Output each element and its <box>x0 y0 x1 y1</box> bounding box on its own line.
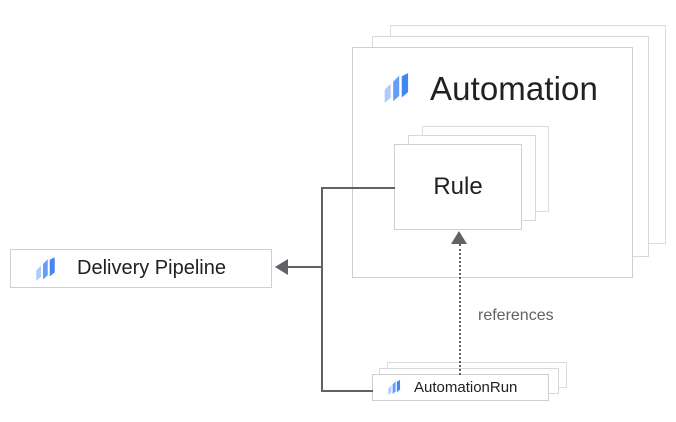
delivery-pipeline-box: Delivery Pipeline <box>10 249 272 288</box>
automation-run-box: AutomationRun <box>372 374 549 401</box>
delivery-pipeline-label: Delivery Pipeline <box>77 257 226 279</box>
connector-bus-to-delivery-pipeline <box>288 266 323 268</box>
arrowhead-references <box>451 231 467 244</box>
cloud-deploy-icon <box>385 378 404 397</box>
connector-references-dotted <box>459 244 461 375</box>
connector-rule-to-bus <box>321 187 395 189</box>
connector-vertical-bus <box>321 187 323 392</box>
cloud-deploy-icon <box>378 69 416 107</box>
rule-card-front <box>394 144 522 230</box>
spellcheck-underline <box>414 396 517 400</box>
automation-run-label: AutomationRun <box>414 379 518 396</box>
references-edge-label: references <box>478 307 554 324</box>
automation-header: Automation <box>378 62 598 114</box>
rule-label: Rule <box>433 173 483 200</box>
automation-title: Automation <box>430 69 598 107</box>
cloud-deploy-icon <box>31 254 61 284</box>
arrowhead-to-delivery-pipeline <box>275 259 288 275</box>
automation-run-label-wrap: AutomationRun <box>414 379 517 396</box>
connector-bus-to-automation-run <box>321 390 373 392</box>
